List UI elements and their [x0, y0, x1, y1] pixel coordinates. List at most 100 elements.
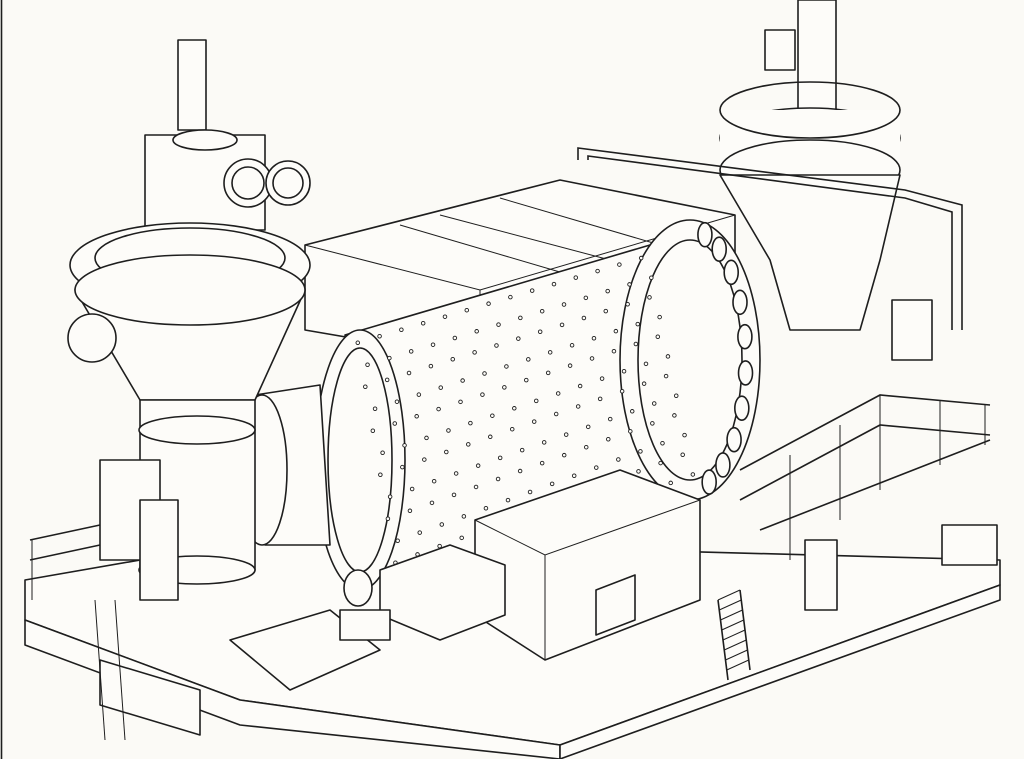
liner-bolt: [649, 275, 654, 280]
liner-bolt: [529, 288, 535, 293]
ladder-rung: [726, 659, 749, 671]
liner-bolt: [505, 497, 511, 503]
liner-bolt: [436, 406, 441, 412]
liner-bolt: [392, 421, 398, 426]
liner-bolt: [594, 465, 599, 470]
liner-bolt: [575, 404, 581, 409]
liner-bolt: [442, 314, 448, 319]
liner-bolt: [599, 376, 605, 381]
gearbox-nameplate: [595, 574, 636, 636]
liner-bolt: [408, 349, 414, 354]
liner-bolt: [541, 440, 547, 445]
liner-bolt: [638, 449, 643, 454]
liner-bolt: [617, 262, 622, 267]
liner-bolt: [549, 481, 555, 487]
liner-bolt: [583, 444, 589, 450]
liner-bolt: [439, 522, 445, 527]
liner-bolt: [517, 468, 523, 474]
flange-opening: [701, 469, 717, 495]
flange-openings: [697, 221, 754, 495]
liner-bolt: [466, 442, 471, 447]
liner-bolt: [597, 396, 603, 402]
liner-bolt: [589, 356, 595, 361]
liner-bolt: [690, 472, 696, 477]
liner-bolt: [399, 327, 404, 332]
liner-bolt: [497, 455, 503, 461]
liner-bolt: [502, 385, 507, 390]
flange-opening: [711, 236, 728, 263]
liner-bolt: [567, 363, 573, 368]
ladder-rung: [725, 649, 748, 661]
drive-gearbox: [474, 469, 701, 661]
liner-bolt: [451, 492, 457, 498]
liner-bolt: [438, 385, 443, 390]
liner-bolt: [539, 308, 545, 314]
foundation-platform: [24, 539, 1001, 759]
liner-bolt: [407, 508, 413, 514]
liner-bolt: [650, 421, 655, 426]
liner-bolt: [394, 399, 400, 404]
liner-bolt: [458, 399, 463, 405]
right-classifier: [719, 0, 933, 361]
liner-bolt: [420, 320, 426, 326]
liner-bolt: [406, 370, 412, 376]
liner-bolt: [641, 381, 647, 386]
liner-bolt: [377, 334, 382, 339]
liner-bolt: [621, 368, 627, 374]
flange-opening: [726, 426, 742, 453]
liner-bolt: [475, 463, 481, 468]
liner-bolt: [673, 393, 679, 399]
liner-bolt: [672, 413, 677, 418]
liner-bolt: [417, 530, 422, 535]
liner-bolt: [606, 437, 611, 442]
liner-bolt: [496, 322, 501, 327]
liner-bolt: [444, 449, 449, 455]
liner-bolt: [547, 350, 553, 355]
ladder-rung: [717, 589, 741, 601]
liner-bolt: [559, 322, 565, 328]
liner-bolt: [537, 329, 543, 335]
liner-bolt: [431, 478, 437, 484]
liner-bolt: [638, 255, 644, 261]
liner-bolt: [486, 301, 491, 306]
liner-bolt: [494, 343, 499, 348]
liner-bolt: [452, 335, 458, 341]
liner-bolt: [603, 308, 609, 314]
liner-bolt: [437, 543, 442, 549]
external-piping: [577, 147, 963, 330]
liner-bolt: [531, 419, 537, 424]
liner-bolt: [504, 364, 509, 369]
ladder-rung: [724, 639, 747, 651]
left-pipe: [177, 39, 207, 131]
liner-bolt: [555, 391, 561, 396]
liner-bolt: [460, 378, 465, 383]
left-classifier: [67, 39, 311, 601]
right-inspection-door: [891, 299, 933, 361]
liner-bolt: [372, 406, 378, 412]
liner-bolt: [473, 484, 479, 490]
platform-railing: [739, 394, 998, 611]
liner-bolt: [627, 282, 632, 287]
liner-bolt: [526, 357, 531, 362]
right-pipe: [797, 0, 837, 111]
flange-opening: [737, 360, 754, 386]
ladder-rung: [719, 599, 742, 611]
liner-bolt: [482, 371, 487, 376]
liner-bolt: [651, 401, 657, 406]
liner-bolt: [378, 472, 383, 477]
liner-bolt: [402, 443, 407, 448]
liner-bolt: [474, 329, 479, 334]
liner-bolt: [573, 275, 579, 280]
liner-bolt: [430, 342, 436, 347]
liner-bolt: [616, 457, 621, 462]
liner-bolt: [519, 447, 525, 453]
liner-bolt: [561, 452, 567, 458]
liner-bolt: [533, 398, 539, 404]
liner-bolt: [518, 315, 523, 321]
liner-bolt: [459, 535, 464, 541]
drive-motor: [339, 544, 506, 641]
liner-bolt: [365, 362, 370, 368]
liner-bolt: [668, 480, 673, 486]
